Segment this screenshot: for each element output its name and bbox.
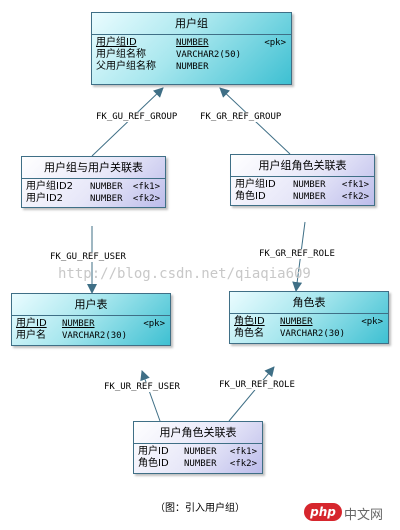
entity-user-role-link[interactable]: 用户角色关联表 用户ID NUMBER <fk1> 角色ID NUMBER <f…: [133, 421, 263, 474]
attr-key: [127, 330, 165, 342]
entity-title: 用户组角色关联表: [231, 155, 374, 177]
attr-key: [209, 61, 286, 73]
edge-gu-to-group: [91, 87, 164, 157]
attr-key: <fk2>: [229, 459, 257, 469]
entity-group-user-link[interactable]: 用户组与用户关联表 用户组ID2 NUMBER <fk1> 用户ID2 NUMB…: [21, 156, 166, 208]
attr-name: 用户组ID2: [26, 181, 74, 192]
attr-name: 用户组ID: [235, 179, 276, 190]
label-fk-ur-ref-user: FK_UR_REF_USER: [103, 382, 181, 392]
attr-name: 角色名: [234, 328, 264, 339]
attr-name: 用户ID2: [26, 193, 64, 204]
attr-type: VARCHAR2(30): [280, 329, 346, 339]
attr-type: NUMBER: [293, 192, 326, 202]
edge-ur-to-role: [228, 366, 275, 422]
edge-ur-to-user: [140, 370, 161, 422]
attr-name: 用户组ID: [96, 37, 137, 48]
figure-caption: （图：引入用户组）: [155, 503, 245, 514]
attr-row: 用户组名称 VARCHAR2(50): [96, 49, 286, 61]
attr-key: <pk>: [143, 319, 165, 329]
attr-row: 用户名 VARCHAR2(30): [16, 330, 165, 342]
entity-title: 用户表: [12, 294, 170, 316]
label-fk-gr-ref-role: FK_GR_REF_ROLE: [258, 249, 336, 259]
label-fk-gu-ref-user: FK_GU_REF_USER: [49, 252, 127, 262]
attr-key: <pk>: [361, 317, 383, 327]
attr-key: [241, 49, 286, 61]
attr-type: NUMBER: [184, 447, 217, 457]
entity-user-group[interactable]: 用户组 用户组ID NUMBER <pk> 用户组名称 VARCHAR2(50)…: [91, 12, 292, 85]
attr-type: NUMBER: [293, 180, 326, 190]
attr-key: <fk1>: [229, 447, 257, 457]
attr-name: 用户组名称: [96, 49, 146, 60]
attr-type: NUMBER: [184, 459, 217, 469]
attr-row: 用户组ID NUMBER <fk1>: [235, 179, 369, 191]
attr-name: 父用户组名称: [96, 61, 156, 72]
attr-key: [345, 328, 383, 340]
attr-type: NUMBER: [62, 319, 95, 329]
attr-key: <fk2>: [132, 194, 160, 204]
attr-row: 父用户组名称 NUMBER: [96, 61, 286, 73]
attr-name: 角色ID: [234, 316, 265, 327]
attr-name: 用户ID: [16, 318, 47, 329]
entity-title: 用户角色关联表: [134, 422, 262, 444]
watermark-text: http://blog.csdn.net/qiaqia609: [58, 266, 311, 282]
entity-role[interactable]: 角色表 角色ID NUMBER <pk> 角色名 VARCHAR2(30): [229, 291, 389, 344]
attr-row: 角色ID NUMBER <fk2>: [138, 458, 257, 470]
attr-row: 角色ID NUMBER <pk>: [234, 316, 383, 328]
logo-site-name: 中文网: [344, 508, 384, 523]
label-fk-ur-ref-role: FK_UR_REF_ROLE: [218, 380, 296, 390]
attr-row: 角色ID NUMBER <fk2>: [235, 191, 369, 203]
attr-type: NUMBER: [176, 62, 209, 72]
label-fk-gu-ref-group: FK_GU_REF_GROUP: [95, 112, 179, 122]
attr-row: 用户ID2 NUMBER <fk2>: [26, 193, 160, 205]
attr-name: 用户ID: [138, 446, 169, 457]
attr-key: <fk2>: [341, 192, 369, 202]
attr-type: VARCHAR2(30): [62, 331, 128, 341]
entity-title: 用户组与用户关联表: [22, 157, 165, 179]
logo-mark: php: [304, 503, 342, 521]
attr-key: <fk1>: [341, 180, 369, 190]
entity-user[interactable]: 用户表 用户ID NUMBER <pk> 用户名 VARCHAR2(30): [11, 293, 171, 346]
label-fk-gr-ref-group: FK_GR_REF_GROUP: [199, 112, 283, 122]
entity-title: 用户组: [92, 13, 291, 35]
attr-type: NUMBER: [90, 182, 123, 192]
attr-type: VARCHAR2(50): [176, 50, 242, 60]
attr-name: 角色ID: [138, 458, 169, 469]
attr-name: 角色ID: [235, 191, 266, 202]
attr-name: 用户名: [16, 330, 46, 341]
entity-group-role-link[interactable]: 用户组角色关联表 用户组ID NUMBER <fk1> 角色ID NUMBER …: [230, 154, 375, 206]
attr-row: 用户ID NUMBER <pk>: [16, 318, 165, 330]
attr-row: 用户组ID2 NUMBER <fk1>: [26, 181, 160, 193]
site-logo: php 中文网: [304, 503, 396, 525]
attr-type: NUMBER: [176, 38, 209, 48]
attr-type: NUMBER: [280, 317, 313, 327]
attr-row: 角色名 VARCHAR2(30): [234, 328, 383, 340]
attr-key: <pk>: [264, 38, 286, 48]
attr-row: 用户组ID NUMBER <pk>: [96, 37, 286, 49]
entity-title: 角色表: [230, 292, 388, 314]
attr-type: NUMBER: [90, 194, 123, 204]
attr-key: <fk1>: [132, 182, 160, 192]
attr-row: 用户ID NUMBER <fk1>: [138, 446, 257, 458]
